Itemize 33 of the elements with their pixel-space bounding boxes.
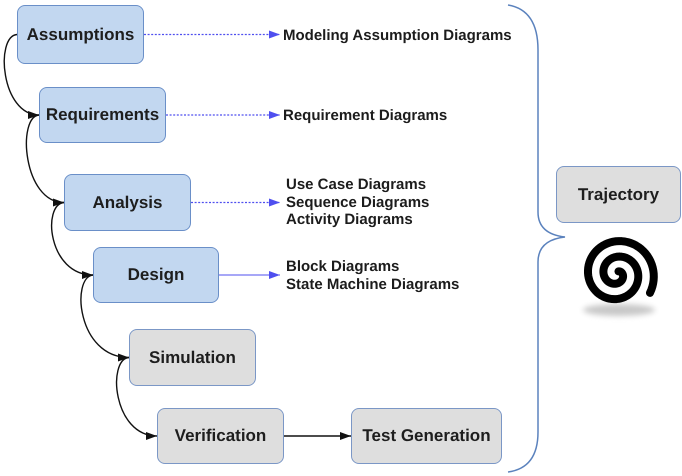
diagram-type-label: Sequence Diagrams — [286, 194, 430, 211]
process-box — [157, 408, 284, 464]
diagram-type-label: Modeling Assumption Diagrams — [280, 27, 512, 45]
step-label: Design — [128, 265, 184, 285]
process-box — [93, 247, 219, 303]
arrow — [144, 30, 280, 38]
step-label: Assumptions — [26, 24, 134, 44]
process-box — [64, 174, 191, 231]
diagram-type-label: Activity Diagrams — [286, 211, 413, 228]
diagram-type-label: Block Diagrams — [286, 258, 400, 276]
diagram-type-label: Requirement Diagrams — [280, 107, 448, 125]
diagram-type-label: Use Case Diagrams — [286, 176, 426, 194]
process-box — [129, 329, 256, 386]
arrow — [166, 111, 280, 119]
arrow — [4, 34, 40, 118]
process-box — [351, 408, 502, 464]
process-box — [17, 5, 144, 64]
process-box — [39, 87, 166, 143]
step-label: Test Generation — [362, 426, 491, 446]
arrow — [26, 114, 64, 205]
arrow — [219, 271, 280, 279]
step-label: Analysis — [92, 192, 162, 212]
step-label: Trajectory — [578, 184, 660, 204]
arrow — [284, 432, 351, 440]
arrow — [80, 274, 130, 360]
arrow — [191, 198, 280, 206]
step-label: Simulation — [149, 348, 236, 368]
arrow — [51, 202, 94, 278]
step-label: Requirements — [46, 105, 160, 125]
diagram-type-label: State Machine Diagrams — [286, 276, 460, 293]
arrow — [116, 356, 158, 438]
process-box — [556, 166, 681, 223]
step-label: Verification — [174, 426, 266, 446]
